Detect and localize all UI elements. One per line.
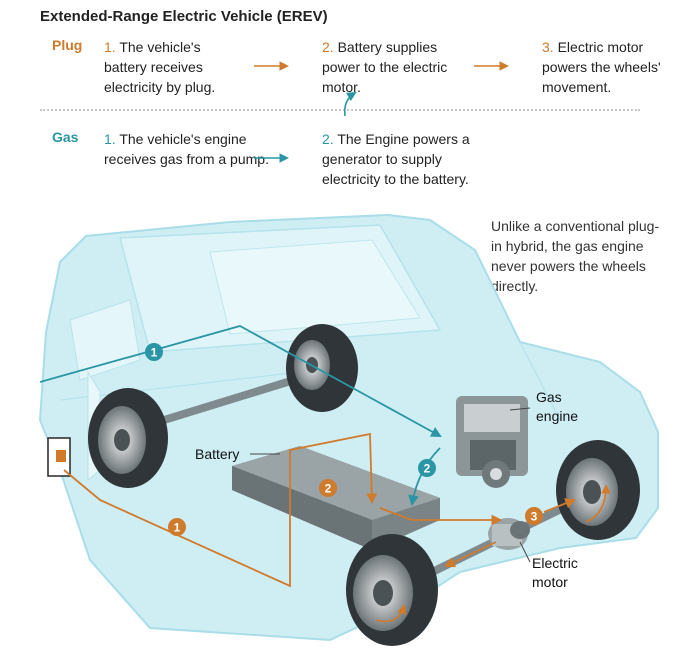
gas-step-2-num: 2. xyxy=(322,131,334,147)
rear-left-wheel xyxy=(88,388,168,488)
hybrid-note: Unlike a conventional plug-in hybrid, th… xyxy=(491,218,660,294)
gas-row-label: Gas xyxy=(52,129,79,145)
diagram-title: Extended-Range Electric Vehicle (EREV) xyxy=(40,8,328,25)
gas-to-battery-arrow xyxy=(343,92,357,117)
car-body xyxy=(38,213,659,642)
motor-to-front-right-wheel xyxy=(543,498,577,513)
plug-step-3: 3. Electric motor powers the wheels' mov… xyxy=(542,37,682,97)
engine-leader xyxy=(509,407,531,411)
marker-gas-2: 2 xyxy=(418,459,436,477)
charging-socket xyxy=(47,437,71,477)
marker-gas-1: 1 xyxy=(145,343,163,361)
front-left-wheel xyxy=(346,534,438,646)
motor-to-front-left-wheel xyxy=(444,541,497,568)
rear-right-wheel xyxy=(286,324,358,412)
gas-step-1-text: The vehicle's engine receives gas from a… xyxy=(104,131,269,167)
battery-to-motor-line xyxy=(379,507,503,526)
front-right-wheel xyxy=(556,440,640,540)
electric-motor xyxy=(488,518,530,550)
plug-charge-line xyxy=(63,432,378,588)
gas-fuel-line xyxy=(39,325,442,438)
front-right-wheel-rotation xyxy=(585,484,611,523)
plug-row-label: Plug xyxy=(52,37,83,53)
gas-step-2: 2. The Engine powers a generator to supp… xyxy=(322,129,490,189)
plug-step-3-num: 3. xyxy=(542,39,554,55)
gas-step-1: 1. The vehicle's engine receives gas fro… xyxy=(104,129,269,169)
front-left-wheel-rotation xyxy=(375,604,407,623)
svg-text:2: 2 xyxy=(325,482,332,496)
battery-pack xyxy=(232,446,440,550)
battery-label: Battery xyxy=(195,446,240,462)
gas-step-1-num: 1. xyxy=(104,131,116,147)
marker-plug-1: 1 xyxy=(168,518,186,536)
marker-plug-2: 2 xyxy=(319,479,337,497)
marker-plug-3: 3 xyxy=(525,507,543,525)
plug-step-2-text: Battery supplies power to the electric m… xyxy=(322,39,448,95)
plug-step-2: 2. Battery supplies power to the electri… xyxy=(322,37,462,97)
svg-text:1: 1 xyxy=(151,346,158,360)
gas-engine xyxy=(456,396,528,488)
gas-engine-label: Gas engine xyxy=(536,389,579,424)
plug-step-3-text: Electric motor powers the wheels' moveme… xyxy=(542,39,661,95)
plug-step-1-num: 1. xyxy=(104,39,116,55)
svg-text:1: 1 xyxy=(174,521,181,535)
svg-text:3: 3 xyxy=(531,510,538,524)
svg-text:2: 2 xyxy=(424,462,431,476)
motor-leader xyxy=(519,541,531,563)
row-separator xyxy=(40,109,640,111)
plug-step-1-text: The vehicle's battery receives electrici… xyxy=(104,39,216,95)
plug-step-1: 1. The vehicle's battery receives electr… xyxy=(104,37,234,97)
plug-step-2-num: 2. xyxy=(322,39,334,55)
electric-motor-label: Electric motor xyxy=(532,555,578,590)
gas-step-2-text: The Engine powers a generator to supply … xyxy=(322,131,470,187)
